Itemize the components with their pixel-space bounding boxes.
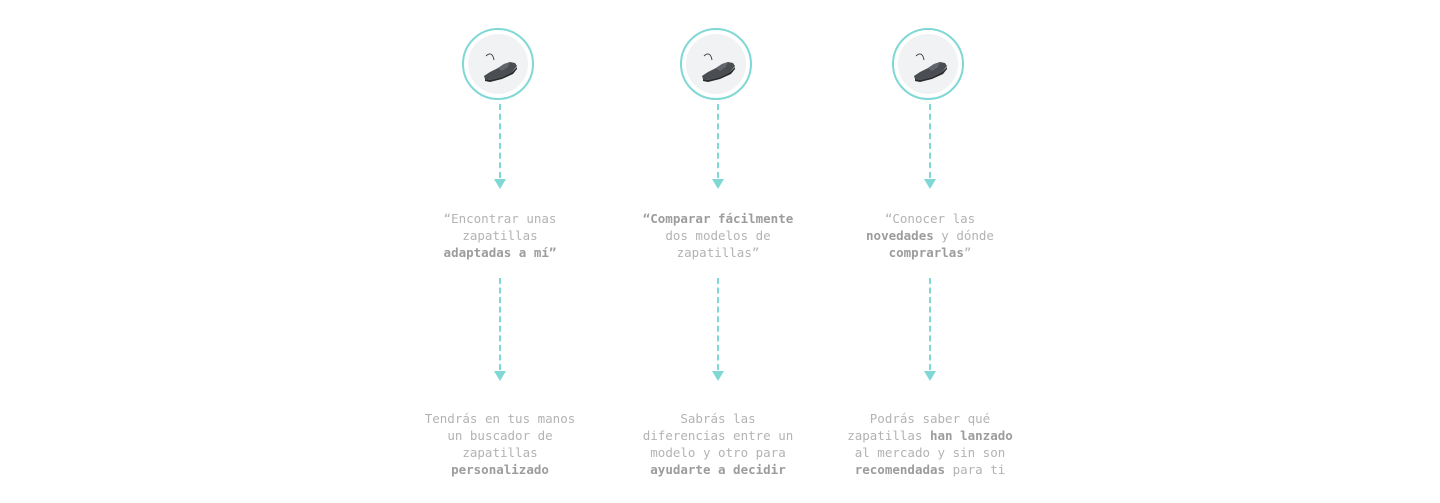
- image-circle: [892, 28, 964, 100]
- arrow-down-icon: [494, 371, 506, 381]
- sneaker-icon: [484, 53, 517, 82]
- arrow-down-icon: [712, 371, 724, 381]
- user-quote: “Encontrar unas zapatillas adaptadas a m…: [443, 211, 557, 260]
- connector-line-bottom: [929, 278, 931, 370]
- benefit-description: Podrás saber qué zapatillas han lanzado …: [847, 411, 1013, 477]
- image-circle: [680, 28, 752, 100]
- journey-column-1: “Encontrar unas zapatillas adaptadas a m…: [400, 0, 600, 503]
- arrow-down-icon: [712, 179, 724, 189]
- sneaker-icon: [702, 53, 735, 82]
- benefit-description: Tendrás en tus manos un buscador de zapa…: [424, 411, 576, 477]
- arrow-down-icon: [494, 179, 506, 189]
- journey-column-3: “Conocer las novedades y dónde comprarla…: [830, 0, 1030, 503]
- journey-column-2: “Comparar fácilmente dos modelos de zapa…: [618, 0, 818, 503]
- arrow-down-icon: [924, 371, 936, 381]
- user-quote: “Conocer las novedades y dónde comprarla…: [866, 211, 994, 260]
- connector-line-bottom: [499, 278, 501, 370]
- connector-line-top: [929, 104, 931, 178]
- connector-line-top: [499, 104, 501, 178]
- image-circle: [462, 28, 534, 100]
- connector-line-bottom: [717, 278, 719, 370]
- benefit-description: Sabrás las diferencias entre un modelo y…: [642, 411, 794, 477]
- arrow-down-icon: [924, 179, 936, 189]
- user-quote: “Comparar fácilmente dos modelos de zapa…: [642, 211, 794, 260]
- connector-line-top: [717, 104, 719, 178]
- sneaker-icon: [914, 53, 947, 82]
